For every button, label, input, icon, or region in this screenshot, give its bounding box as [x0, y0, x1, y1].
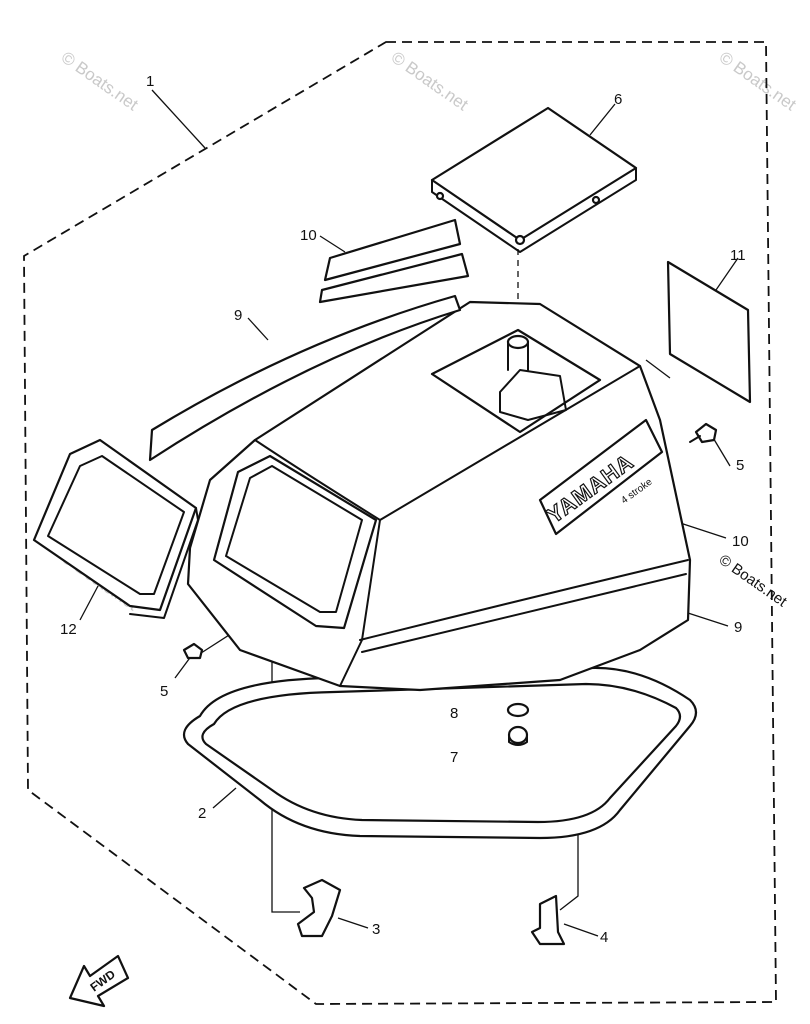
small-parts	[182, 422, 718, 746]
callout-5-right: 5	[736, 457, 744, 474]
watermark: © Boats.net	[716, 551, 791, 610]
watermark: © Boats.net	[716, 48, 800, 115]
callout-10-right: 10	[732, 533, 749, 550]
callout-4: 4	[600, 929, 608, 946]
callout-9-top: 9	[234, 307, 242, 324]
fwd-arrow-icon: FWD	[68, 954, 130, 1008]
side-plate	[666, 260, 752, 404]
top-cowling: YAMAHA 4 stroke	[186, 300, 692, 692]
callout-2: 2	[198, 805, 206, 822]
side-stripe	[148, 294, 462, 462]
bracket-right	[530, 894, 566, 946]
bottom-seal	[182, 666, 698, 840]
callout-6: 6	[614, 91, 622, 108]
callout-12: 12	[60, 621, 77, 638]
callout-3: 3	[372, 921, 380, 938]
callout-11: 11	[730, 247, 746, 264]
window-panel	[32, 438, 199, 619]
top-cover	[430, 106, 638, 253]
upper-decal	[323, 218, 462, 282]
callout-10-top: 10	[300, 227, 317, 244]
callout-5-left: 5	[160, 683, 168, 700]
watermark: © Boats.net	[58, 48, 142, 115]
callouts: 1 6 10 9 11 5 10 9 12 5 8 7 2 3 4	[60, 73, 749, 946]
upper-decal-strip	[318, 252, 470, 304]
callout-9-right: 9	[734, 619, 742, 636]
callout-8: 8	[450, 705, 458, 722]
watermark: © Boats.net	[388, 48, 472, 115]
callout-1: 1	[146, 73, 154, 90]
assembly-boundary	[23, 41, 777, 1005]
callout-7: 7	[450, 749, 458, 766]
bracket-left	[296, 878, 342, 938]
